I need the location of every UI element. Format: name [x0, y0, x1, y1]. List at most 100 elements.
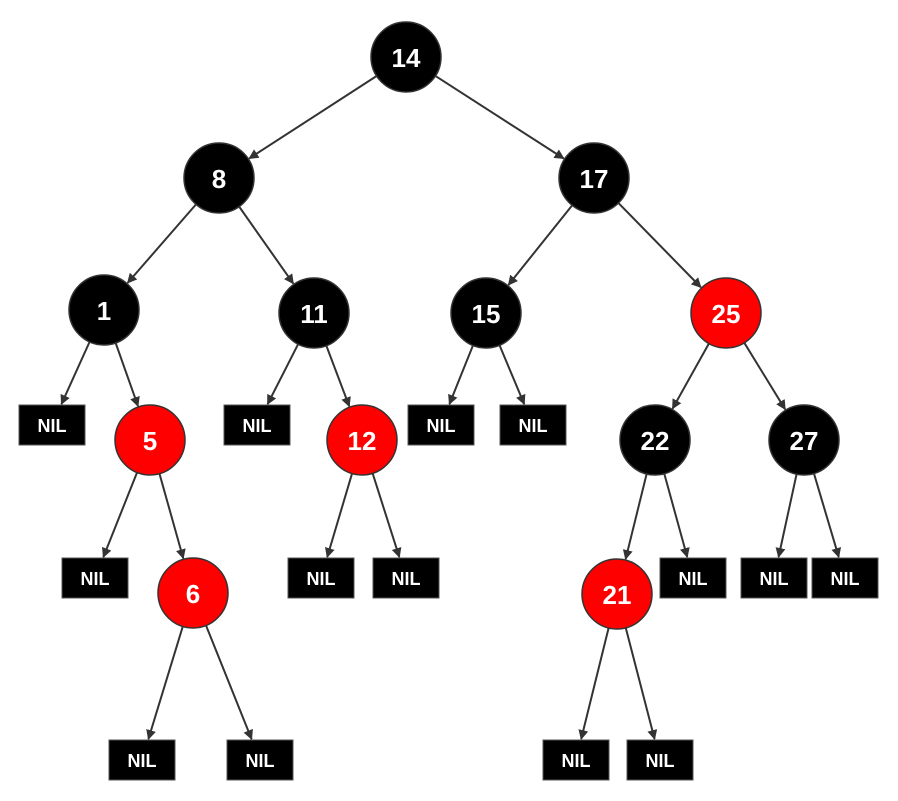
edge-n5-nil-5a [102, 472, 138, 558]
edge-n17-n25 [617, 202, 702, 288]
node-label: 8 [212, 164, 226, 194]
edge-n21-nil-21a [578, 627, 610, 741]
node-label: 5 [143, 426, 157, 456]
edge-n14-n8 [248, 75, 378, 160]
tree-node-11: 11 [278, 277, 350, 349]
node-label: 1 [97, 296, 111, 326]
nil-box [542, 739, 610, 781]
nil-leaf: NIL [811, 557, 879, 599]
nil-leaf: NIL [108, 739, 176, 781]
node-label: 12 [348, 426, 377, 456]
tree-node-1: 1 [68, 274, 140, 346]
nil-label: NIL [392, 569, 421, 589]
edge-n6-nil-6a [146, 626, 184, 740]
nil-box [226, 739, 294, 781]
edge-n6-nil-6b [205, 625, 253, 740]
tree-node-17: 17 [558, 142, 630, 214]
tree-node-25: 25 [690, 277, 762, 349]
nil-leaf: NIL [226, 739, 294, 781]
node-circle-black [370, 21, 442, 93]
nil-leaf: NIL [61, 557, 129, 599]
node-circle-red [581, 558, 653, 630]
node-label: 17 [580, 164, 609, 194]
nil-box [372, 557, 440, 599]
edge-n15-nil-15b [498, 344, 526, 406]
tree-node-6: 6 [157, 557, 229, 629]
nil-label: NIL [128, 751, 157, 771]
nil-label: NIL [679, 569, 708, 589]
nil-label: NIL [427, 416, 456, 436]
edge-n17-n15 [507, 204, 573, 286]
nil-leaf: NIL [18, 404, 86, 446]
nil-label: NIL [81, 569, 110, 589]
nil-label: NIL [760, 569, 789, 589]
nil-box [223, 404, 291, 446]
nil-box [811, 557, 879, 599]
nil-leaf: NIL [659, 557, 727, 599]
edge-n12-nil-12b [371, 473, 402, 558]
nil-box [108, 739, 176, 781]
node-circle-black [558, 142, 630, 214]
nil-box [18, 404, 86, 446]
node-label: 14 [392, 43, 421, 73]
node-circle-red [690, 277, 762, 349]
edge-n21-nil-21b [624, 627, 658, 740]
tree-node-5: 5 [114, 404, 186, 476]
nil-box [407, 404, 475, 446]
node-label: 15 [472, 299, 501, 329]
nil-label: NIL [831, 569, 860, 589]
edge-n12-nil-12a [324, 473, 353, 558]
node-label: 11 [300, 299, 328, 329]
tree-node-22: 22 [619, 404, 691, 476]
node-label: 25 [712, 299, 741, 329]
node-circle-red [326, 404, 398, 476]
nil-leaf: NIL [223, 404, 291, 446]
edge-n22-nil-22b [663, 473, 690, 559]
edge-n1-nil-1a [60, 341, 91, 405]
nil-leaf: NIL [499, 404, 567, 446]
nil-label: NIL [243, 416, 272, 436]
edge-n15-nil-15a [448, 345, 474, 405]
node-circle-black [183, 142, 255, 214]
node-circle-black [450, 277, 522, 349]
nil-leaf: NIL [542, 739, 610, 781]
nil-box [499, 404, 567, 446]
nil-leaf: NIL [407, 404, 475, 446]
edge-n27-nil-27a [775, 473, 798, 559]
node-circle-black [768, 404, 840, 476]
edge-n27-nil-27b [813, 473, 842, 558]
node-circle-black [619, 404, 691, 476]
nil-box [287, 557, 355, 599]
node-circle-black [68, 274, 140, 346]
nil-label: NIL [246, 751, 275, 771]
tree-node-12: 12 [326, 404, 398, 476]
nil-leaf: NIL [287, 557, 355, 599]
node-label: 27 [790, 426, 819, 456]
nil-label: NIL [307, 569, 336, 589]
tree-node-8: 8 [183, 142, 255, 214]
edge-n5-n6 [158, 473, 186, 560]
node-circle-black [278, 277, 350, 349]
edge-n25-n22 [671, 343, 710, 410]
node-circle-red [157, 557, 229, 629]
edge-n25-n27 [743, 342, 787, 411]
nil-label: NIL [646, 751, 675, 771]
nil-box [740, 557, 808, 599]
edge-n8-n11 [238, 206, 295, 285]
node-label: 21 [603, 580, 632, 610]
nil-box [61, 557, 129, 599]
nil-leaf: NIL [372, 557, 440, 599]
edge-n11-n12 [325, 345, 351, 408]
edges-layer [60, 75, 842, 741]
tree-node-27: 27 [768, 404, 840, 476]
edge-n22-n21 [622, 473, 648, 561]
tree-node-21: 21 [581, 558, 653, 630]
nil-leaf: NIL [740, 557, 808, 599]
nil-box [626, 739, 694, 781]
edge-n14-n17 [434, 75, 565, 160]
node-label: 6 [186, 579, 200, 609]
node-circle-red [114, 404, 186, 476]
nil-label: NIL [38, 416, 67, 436]
